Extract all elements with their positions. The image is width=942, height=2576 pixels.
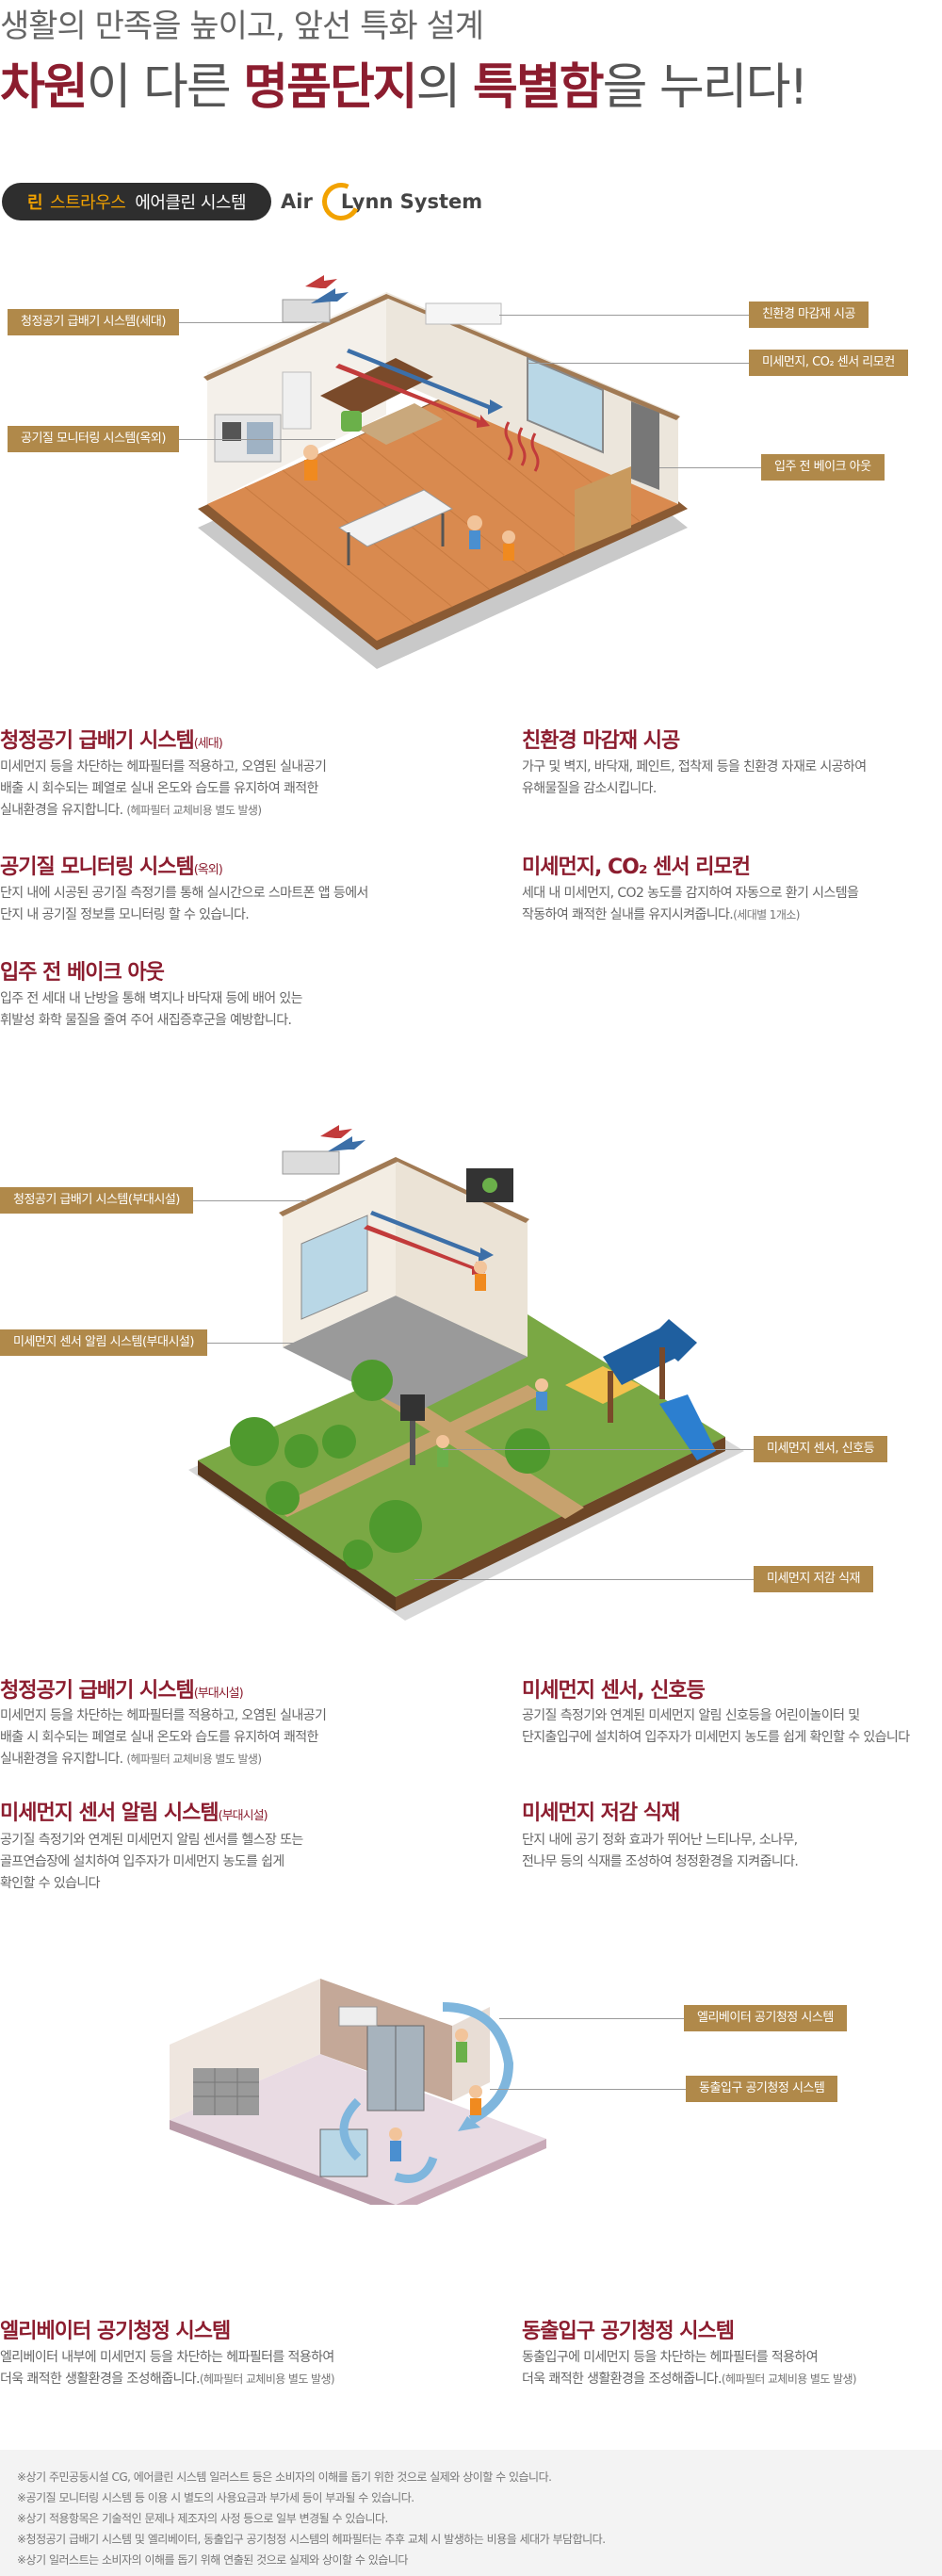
tag-eco-finish: 친환경 마감재 시공 xyxy=(749,302,869,328)
tag-facility-ventilation: 청정공기 급배기 시스템(부대시설) xyxy=(0,1187,193,1214)
disclaimer-note: ※상기 일러스트는 소비자의 이해를 돕기 위해 연출된 것으로 실제와 상이할… xyxy=(17,2553,408,2567)
feature-title: 동출입구 공기청정 시스템 xyxy=(522,2320,735,2343)
tag-entrance-air: 동출입구 공기청정 시스템 xyxy=(686,2076,838,2102)
leader-line xyxy=(414,1579,754,1580)
feature-title: 공기질 모니터링 시스템(옥외) xyxy=(0,856,223,879)
disclaimer-note: ※상기 적용항목은 기술적인 문제나 제조자의 사정 등으로 일부 변경될 수 … xyxy=(17,2512,388,2525)
feature-desc: 단지 내에 공기 정화 효과가 뛰어난 느티나무, 소나무,전나무 등의 식재를… xyxy=(522,1833,799,1869)
disclaimer-note: ※상기 주민공동시설 CG, 에어클린 시스템 일러스트 등은 소비자의 이해를… xyxy=(17,2470,552,2484)
apartment-illustration xyxy=(198,275,688,669)
leader-line xyxy=(188,1343,320,1344)
headline-main: 차원이 다른 명품단지의 특별함을 누리다! xyxy=(0,59,808,116)
lobby-illustration xyxy=(170,1979,546,2205)
leader-line xyxy=(175,439,335,440)
feature-title: 입주 전 베이크 아웃 xyxy=(0,961,165,985)
tag-dust-alarm: 미세먼지 센서 알림 시스템(부대시설) xyxy=(0,1329,207,1356)
tag-air-monitoring: 공기질 모니터링 시스템(옥외) xyxy=(8,426,179,452)
feature-title: 엘리베이터 공기청정 시스템 xyxy=(0,2320,231,2343)
leader-line xyxy=(659,467,761,468)
feature-title: 미세먼지 센서 알림 시스템(부대시설) xyxy=(0,1802,268,1825)
feature-title: 미세먼지, CO₂ 센서 리모컨 xyxy=(522,856,751,879)
facility-illustration xyxy=(188,1125,744,1621)
leader-line xyxy=(499,2018,684,2019)
feature-title: 청정공기 급배기 시스템(부대시설) xyxy=(0,1679,244,1703)
leader-line xyxy=(528,363,749,364)
disclaimer-box: ※상기 주민공동시설 CG, 에어클린 시스템 일러스트 등은 소비자의 이해를… xyxy=(0,2450,942,2576)
leader-line xyxy=(175,322,317,323)
feature-title: 미세먼지 저감 식재 xyxy=(522,1802,680,1825)
tag-dust-trees: 미세먼지 저감 식재 xyxy=(754,1566,873,1592)
disclaimer-note: ※청정공기 급배기 시스템 및 엘리베이터, 동출입구 공기청정 시스템의 헤파… xyxy=(17,2533,606,2546)
tag-bake-out: 입주 전 베이크 아웃 xyxy=(761,454,885,481)
feature-title: 청정공기 급배기 시스템(세대) xyxy=(0,729,223,753)
disclaimer-note: ※공기질 모니터링 시스템 등 이용 시 별도의 사용요금과 부가세 등이 부과… xyxy=(17,2491,414,2504)
tag-elevator-air: 엘리베이터 공기청정 시스템 xyxy=(684,2005,847,2031)
tag-dust-signal: 미세먼지 센서, 신호등 xyxy=(754,1436,888,1462)
air-lynn-logo: Air Lynn System xyxy=(281,177,483,226)
leader-line xyxy=(443,1449,754,1450)
headline-sub: 생활의 만족을 높이고, 앞선 특화 설계 xyxy=(0,8,484,45)
leader-line xyxy=(175,1200,307,1201)
feature-title: 친환경 마감재 시공 xyxy=(522,729,680,753)
leader-line xyxy=(499,315,749,316)
logo-ring-icon xyxy=(317,177,365,226)
leader-line xyxy=(490,2089,686,2090)
feature-title: 미세먼지 센서, 신호등 xyxy=(522,1679,706,1703)
tag-ventilation-unit: 청정공기 급배기 시스템(세대) xyxy=(8,309,179,335)
tag-co2-sensor: 미세먼지, CO₂ 센서 리모컨 xyxy=(749,350,908,376)
